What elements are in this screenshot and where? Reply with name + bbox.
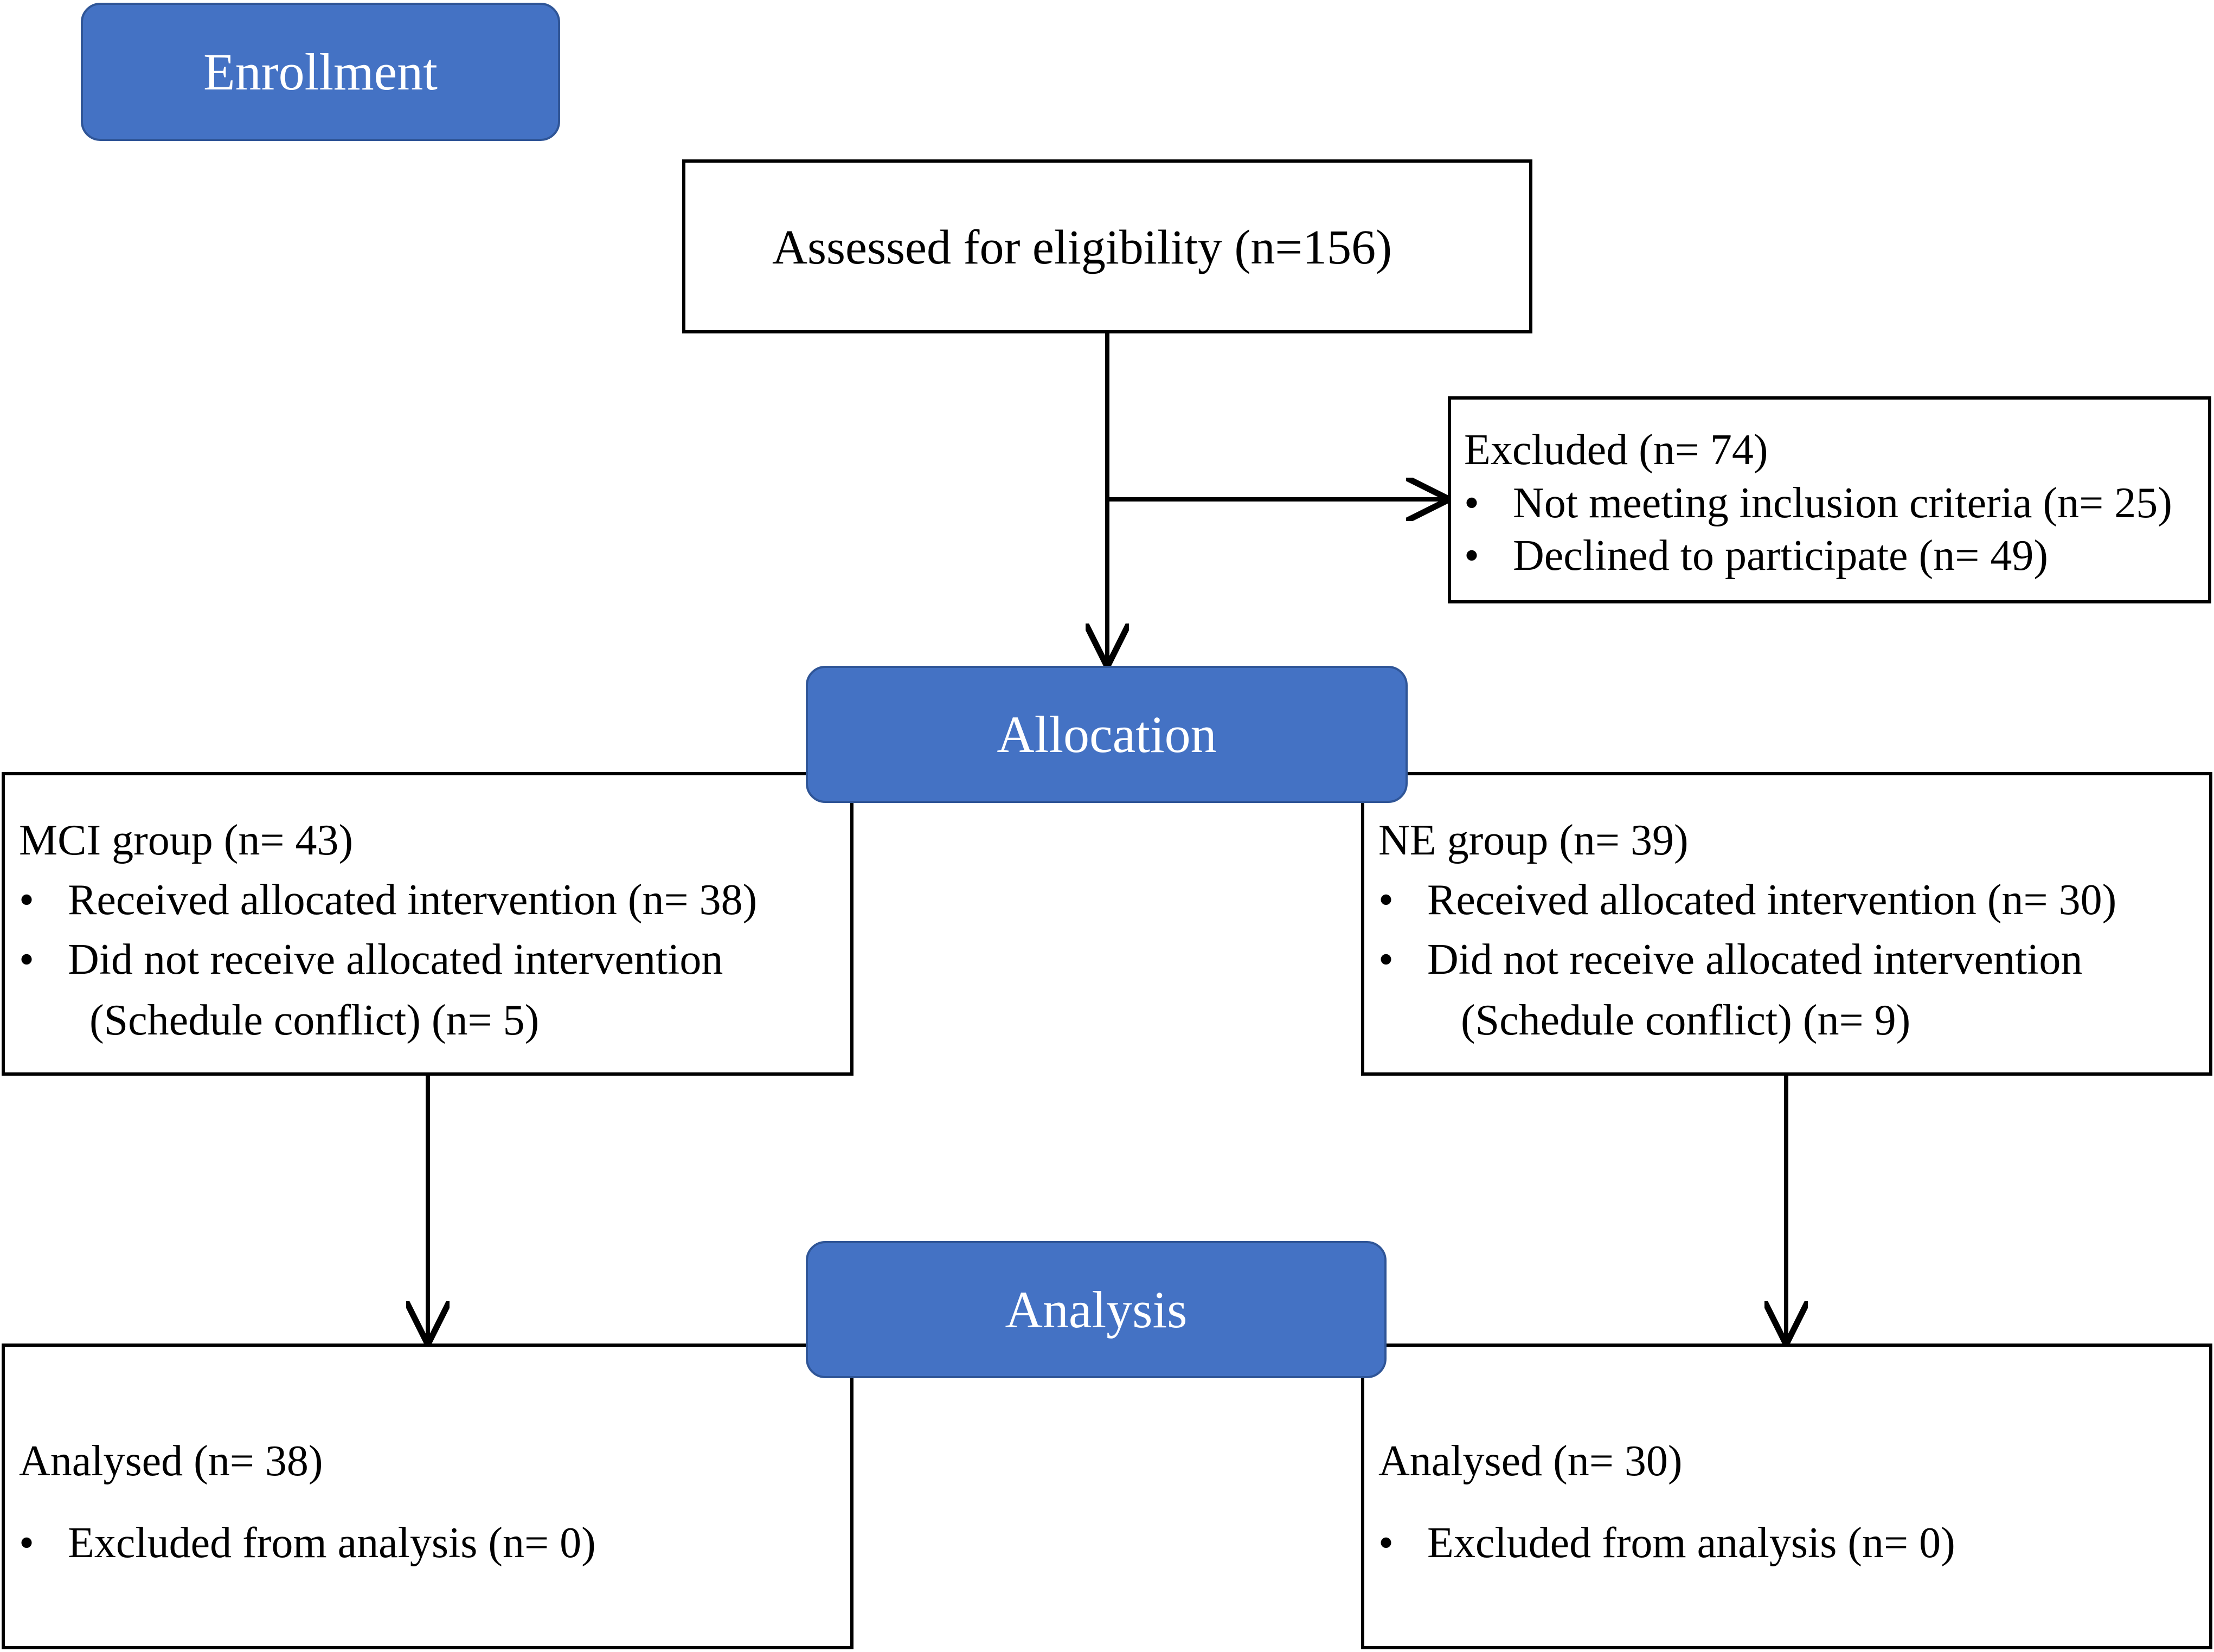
eligibility-box xyxy=(682,159,1532,333)
excluded-title: Excluded (n= 74) xyxy=(1464,426,1768,474)
ne-item-2: Did not receive allocated intervention xyxy=(1427,936,2083,984)
analysis-label-text: Analysis xyxy=(1005,1281,1188,1339)
ne-group-title: NE group (n= 39) xyxy=(1378,817,1689,864)
ne-bullet-2: • xyxy=(1378,936,1394,984)
mci-item-2: Did not receive allocated intervention xyxy=(68,936,723,984)
mci-bullet-2: • xyxy=(19,936,35,984)
mci-analysis-bullet: • xyxy=(19,1519,35,1567)
allocation-phase-label: Allocation xyxy=(806,666,1408,803)
mci-group-title: MCI group (n= 43) xyxy=(19,817,354,864)
mci-analysis-title: Analysed (n= 38) xyxy=(19,1437,323,1485)
mci-group-box xyxy=(2,772,853,1076)
mci-item-2-continuation: (Schedule conflict) (n= 5) xyxy=(89,997,540,1044)
allocation-label-text: Allocation xyxy=(997,705,1217,763)
excluded-bullet-1: • xyxy=(1464,479,1480,527)
eligibility-text: Assessed for eligibility (n=156) xyxy=(772,221,1392,274)
enrollment-label-text: Enrollment xyxy=(203,43,438,101)
ne-analysis-title: Analysed (n= 30) xyxy=(1378,1437,1683,1485)
mci-analysis-item: Excluded from analysis (n= 0) xyxy=(68,1519,596,1567)
excluded-item-2: Declined to participate (n= 49) xyxy=(1513,532,2048,580)
ne-item-2-continuation: (Schedule conflict) (n= 9) xyxy=(1461,997,1911,1044)
ne-analysis-item: Excluded from analysis (n= 0) xyxy=(1427,1519,1955,1567)
ne-group-box xyxy=(1361,772,2212,1076)
ne-analysis-box xyxy=(1361,1344,2212,1649)
excluded-box xyxy=(1448,396,2211,603)
analysis-phase-label: Analysis xyxy=(806,1241,1387,1378)
mci-item-1: Received allocated intervention (n= 38) xyxy=(68,876,758,924)
ne-bullet-1: • xyxy=(1378,876,1394,924)
ne-analysis-bullet: • xyxy=(1378,1519,1394,1567)
excluded-item-1: Not meeting inclusion criteria (n= 25) xyxy=(1513,479,2172,527)
ne-item-1: Received allocated intervention (n= 30) xyxy=(1427,876,2117,924)
mci-analysis-box xyxy=(2,1344,853,1649)
excluded-bullet-2: • xyxy=(1464,532,1480,580)
mci-bullet-1: • xyxy=(19,876,35,924)
enrollment-phase-label: Enrollment xyxy=(81,3,560,141)
